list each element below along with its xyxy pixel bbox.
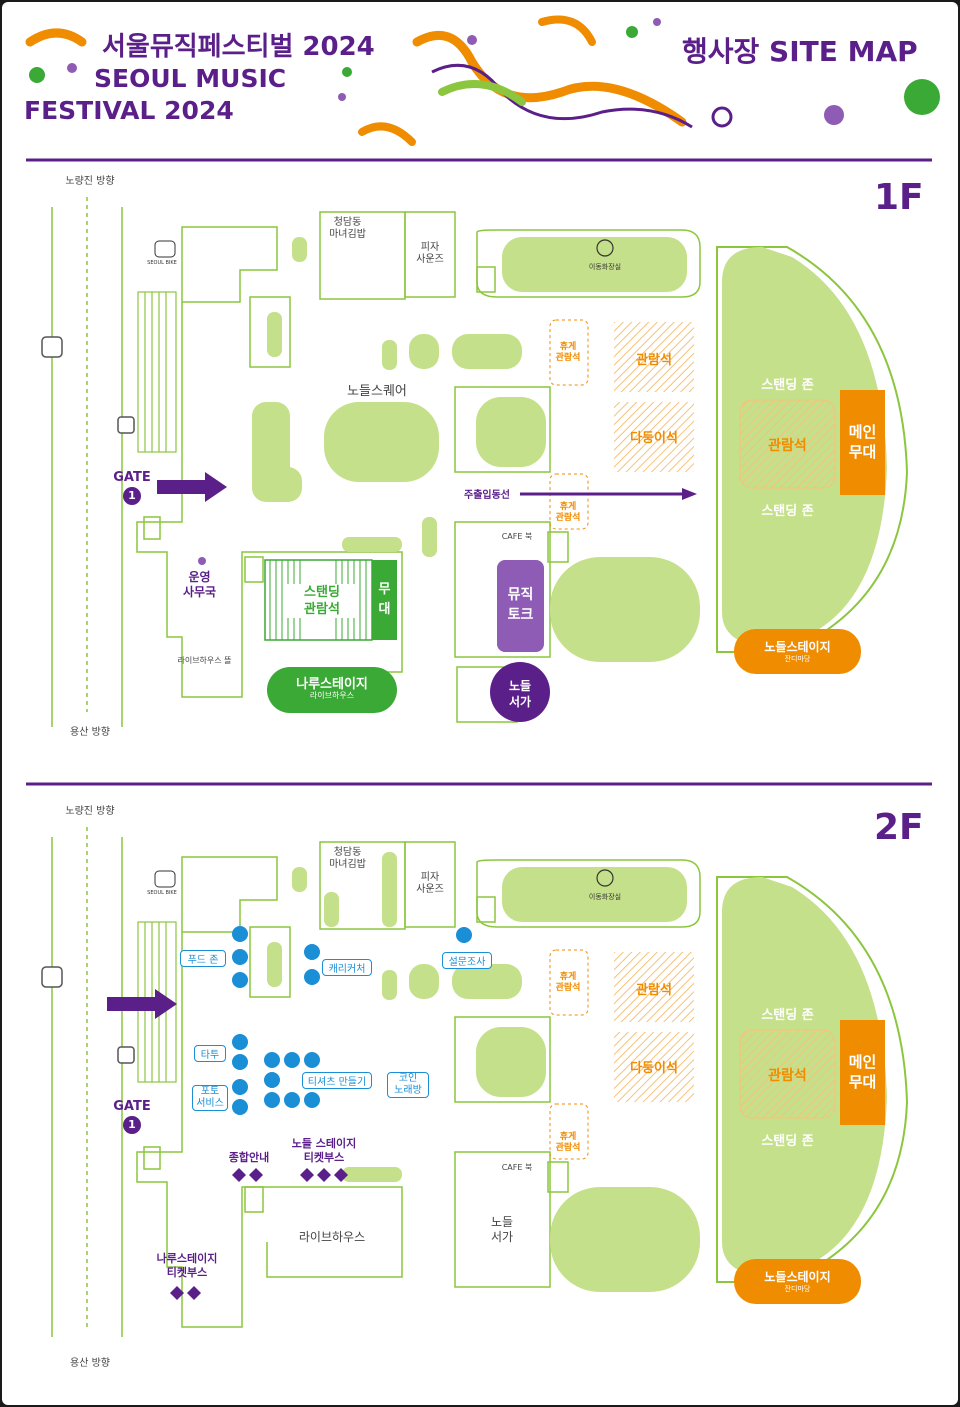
toilet-icon xyxy=(596,239,614,257)
survey-2: 설문조사 xyxy=(442,952,492,969)
cafe-2: CAFE 북 xyxy=(501,1163,533,1172)
gate-2-label: GATE xyxy=(113,1099,151,1114)
dir-top-1: 노량진 방향 xyxy=(65,176,115,187)
bus-stop-icon xyxy=(117,416,135,434)
dadung-2: 다둥이석 xyxy=(630,1061,678,1076)
pizza-1: 피자 사운즈 xyxy=(416,242,444,265)
standing-zone-1a: 스탠딩 존 xyxy=(761,378,814,393)
rest-seat-1a: 휴게 관람석 xyxy=(555,342,581,363)
nodeul-stage-2: 노들스테이지 xyxy=(764,1270,831,1284)
tshirt-2: 티셔츠 만들기 xyxy=(302,1072,372,1089)
dadung-1: 다둥이석 xyxy=(630,431,678,446)
nodeul-ticket-2: 노들 스테이지 티켓부스 xyxy=(291,1137,357,1164)
coin-karaoke-2: 코인 노래방 xyxy=(387,1072,429,1098)
gwanram-2: 관람석 xyxy=(636,983,672,998)
standing-zone-1b: 스탠딩 존 xyxy=(761,504,814,519)
nodeul-stage-sub-2: 잔디마당 xyxy=(784,1285,811,1293)
nodeul-stage-1: 노들스테이지 xyxy=(764,640,831,654)
main-stage-2: 메인 무대 xyxy=(848,1053,877,1091)
standing-zone-2b: 스탠딩 존 xyxy=(761,1134,814,1149)
floor-1-label: 1F xyxy=(874,177,924,218)
bus-stop-icon xyxy=(41,966,63,988)
pizza-2: 피자 사운즈 xyxy=(416,872,444,895)
cheongdam-2: 청담동 마녀김밥 xyxy=(329,847,366,870)
entry-exit-1: 주출입동선 xyxy=(464,490,510,501)
floor-1-map-graphic xyxy=(41,197,909,727)
nodeul-bookstore-1: 노들 서가 xyxy=(508,679,532,709)
main-seat-2: 관람석 xyxy=(768,1068,807,1084)
dir-top-2: 노량진 방향 xyxy=(65,806,115,817)
livehouse-roof-1: 라이브하우스 뜰 xyxy=(177,656,232,665)
title-en-2: FESTIVAL 2024 xyxy=(24,96,234,125)
standing-seat-1: 스탠딩 관람석 xyxy=(287,584,357,618)
mobile-toilet-1: 이동화장실 xyxy=(588,263,622,271)
gate-2-number: 1 xyxy=(123,1116,141,1134)
cafe-1: CAFE 북 xyxy=(501,532,533,541)
bike-icon xyxy=(154,240,176,258)
header-decoration xyxy=(25,15,940,162)
info-desk-2: 종합안내 xyxy=(228,1151,270,1164)
gate-1-label: GATE xyxy=(113,470,151,485)
gwanram-1: 관람석 xyxy=(636,353,672,368)
naru-stage-sub-1: 라이브하우스 xyxy=(309,691,355,700)
site-map-title: 행사장 SITE MAP xyxy=(682,35,918,68)
bike-label-2: SEOUL BIKE xyxy=(147,890,177,896)
floor-divider xyxy=(26,782,932,786)
booth-marker-icons xyxy=(232,926,472,1115)
floor-2-label: 2F xyxy=(874,807,924,848)
main-seat-1: 관람석 xyxy=(768,438,807,454)
rest-seat-2a: 휴게 관람석 xyxy=(555,972,581,993)
livehouse-2: 라이브하우스 xyxy=(298,1230,366,1244)
nodeul-square-1: 노들스퀘어 xyxy=(347,384,407,399)
naru-ticket-2: 나루스테이지 티켓부스 xyxy=(156,1252,218,1279)
ticket-booth-icons xyxy=(170,1168,348,1300)
bus-stop-icon xyxy=(41,336,63,358)
caricature-2: 캐리커처 xyxy=(322,959,372,976)
bike-label-1: SEOUL BIKE xyxy=(147,260,177,266)
standing-zone-2a: 스탠딩 존 xyxy=(761,1008,814,1023)
gate-1-number: 1 xyxy=(123,487,141,505)
nodeul-stage-sub-1: 잔디마당 xyxy=(784,655,811,663)
nodeul-bookstore-2: 노들 서가 xyxy=(490,1215,514,1244)
office-1: 운영 사무국 xyxy=(182,570,217,599)
music-talk-1: 뮤직 토크 xyxy=(507,587,534,623)
photo-service-2: 포토 서비스 xyxy=(192,1085,228,1111)
main-stage-1: 메인 무대 xyxy=(848,423,877,461)
bus-stop-icon xyxy=(117,1046,135,1064)
rest-seat-2b: 휴게 관람석 xyxy=(555,1132,581,1153)
food-zone-2: 푸드 존 xyxy=(180,950,226,967)
bike-icon xyxy=(154,870,176,888)
toilet-icon xyxy=(596,869,614,887)
dir-bottom-2: 용산 방향 xyxy=(70,1358,110,1369)
tattoo-2: 타투 xyxy=(194,1045,226,1062)
dir-bottom-1: 용산 방향 xyxy=(70,727,110,738)
mobile-toilet-2: 이동화장실 xyxy=(588,893,622,901)
rest-seat-1b: 휴게 관람석 xyxy=(555,502,581,523)
title-ko: 서울뮤직페스티벌 2024 xyxy=(102,32,375,62)
stage-small-1: 무 대 xyxy=(378,582,391,617)
cheongdam-1: 청담동 마녀김밥 xyxy=(329,217,366,240)
title-en-1: SEOUL MUSIC xyxy=(94,64,287,93)
floor-2-map-graphic xyxy=(41,827,909,1337)
naru-stage-1: 나루스테이지 xyxy=(296,677,368,692)
